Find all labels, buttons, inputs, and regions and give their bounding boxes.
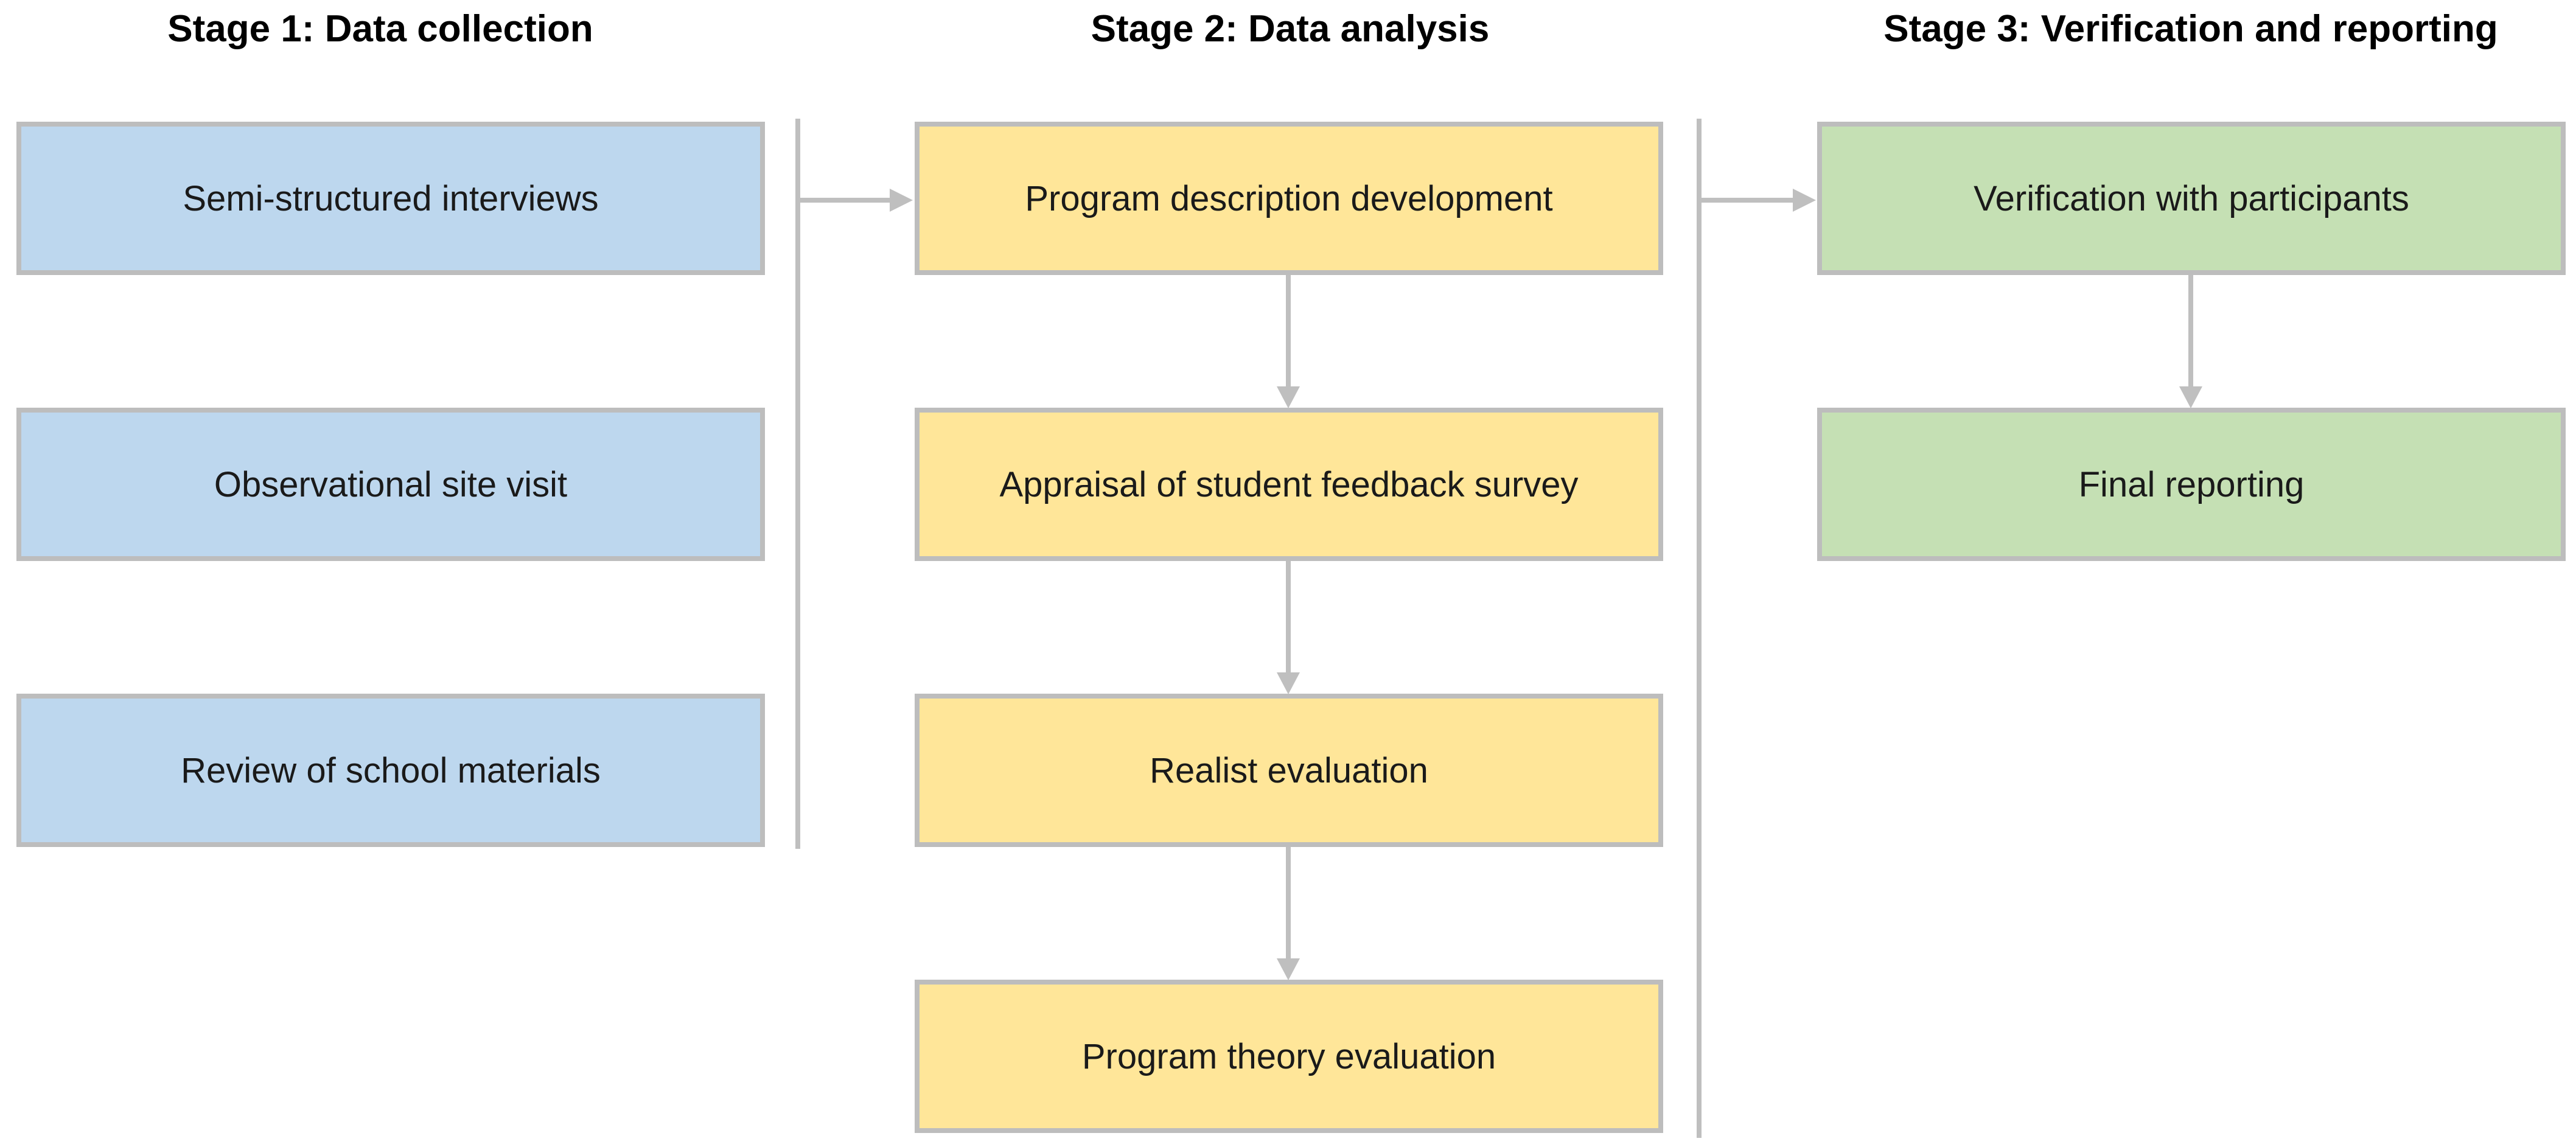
stage-3-title: Stage 3: Verification and reporting xyxy=(1883,8,2498,50)
box-label: Program theory evaluation xyxy=(1081,1036,1496,1076)
box-program-description-development: Program description development xyxy=(915,122,1663,275)
arrow-program-description-to-appraisal xyxy=(1277,275,1300,408)
box-review-of-school-materials: Review of school materials xyxy=(16,694,765,847)
arrow-realist-to-program-theory xyxy=(1277,847,1300,980)
box-label: Final reporting xyxy=(2078,464,2305,504)
stage-2-title: Stage 2: Data analysis xyxy=(1091,8,1490,50)
box-label: Semi-structured interviews xyxy=(183,178,599,218)
box-label: Verification with participants xyxy=(1974,178,2409,218)
arrow-verification-to-final-reporting xyxy=(2179,275,2202,408)
box-semi-structured-interviews: Semi-structured interviews xyxy=(16,122,765,275)
box-appraisal-of-student-feedback-survey: Appraisal of student feedback survey xyxy=(915,408,1663,561)
box-realist-evaluation: Realist evaluation xyxy=(915,694,1663,847)
arrow-stage2-to-stage3 xyxy=(1699,189,1816,212)
box-label: Appraisal of student feedback survey xyxy=(999,464,1579,504)
arrow-appraisal-to-realist xyxy=(1277,561,1300,694)
box-label: Observational site visit xyxy=(214,464,568,504)
box-verification-with-participants: Verification with participants xyxy=(1817,122,2566,275)
box-final-reporting: Final reporting xyxy=(1817,408,2566,561)
box-label: Review of school materials xyxy=(181,750,601,790)
box-program-theory-evaluation: Program theory evaluation xyxy=(915,980,1663,1133)
box-label: Realist evaluation xyxy=(1150,750,1428,790)
box-label: Program description development xyxy=(1025,178,1553,218)
stage-1-title: Stage 1: Data collection xyxy=(167,8,593,50)
arrow-stage1-to-stage2 xyxy=(798,189,913,212)
box-observational-site-visit: Observational site visit xyxy=(16,408,765,561)
